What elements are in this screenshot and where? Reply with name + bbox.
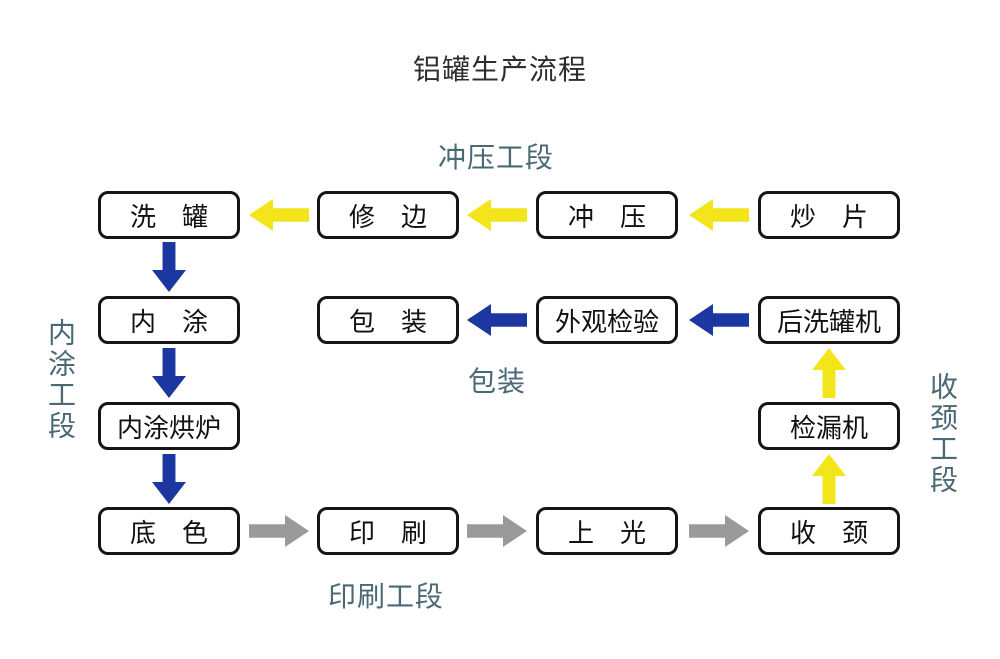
arrow-dise-to-yinshua-icon <box>249 515 309 547</box>
section-label-necking: 收颈工段 <box>927 372 958 496</box>
flow-box-chongya: 冲 压 <box>536 191 678 239</box>
flow-box-waiguanjianyan: 外观检验 <box>536 296 678 344</box>
section-label-inner-coating: 内涂工段 <box>45 318 76 442</box>
arrow-shoujing-to-jianlouji-icon <box>812 454 846 504</box>
flow-box-xiguan: 洗 罐 <box>98 191 240 239</box>
flow-box-xiubian: 修 边 <box>317 191 459 239</box>
arrow-waiguanjianyan-to-baozhuang-icon <box>467 304 527 336</box>
section-label-printing: 印刷工段 <box>327 581 444 612</box>
flow-box-chaopian: 炒 片 <box>758 191 900 239</box>
arrow-jianlouji-to-houxiguanji-icon <box>812 348 846 398</box>
arrow-houxiguanji-to-waiguanjianyan-icon <box>689 304 749 336</box>
flow-box-houxiguanji: 后洗罐机 <box>758 296 900 344</box>
arrow-chaopian-to-chongya-icon <box>689 199 749 231</box>
section-label-packing: 包装 <box>467 366 526 397</box>
flow-box-shangguang: 上 光 <box>536 507 678 555</box>
flow-box-jianlouji: 检漏机 <box>758 402 900 450</box>
flow-box-dise: 底 色 <box>98 507 240 555</box>
flow-box-yinshua: 印 刷 <box>317 507 459 555</box>
arrow-chongya-to-xiubian-icon <box>467 199 527 231</box>
flow-box-baozhuang: 包 装 <box>317 296 459 344</box>
flow-box-shoujing: 收 颈 <box>758 507 900 555</box>
arrow-neituhonglu-to-dise-icon <box>152 454 186 504</box>
arrow-shangguang-to-shoujing-icon <box>689 515 749 547</box>
arrow-xiguan-to-neitu-icon <box>152 242 186 292</box>
section-label-stamping: 冲压工段 <box>437 142 554 173</box>
arrow-neitu-to-neituhonglu-icon <box>152 348 186 398</box>
flow-box-neitu: 内 涂 <box>98 296 240 344</box>
arrow-xiubian-to-xiguan-icon <box>249 199 309 231</box>
arrow-yinshua-to-shangguang-icon <box>467 515 527 547</box>
flow-box-neituhonglu: 内涂烘炉 <box>98 402 240 450</box>
page-title: 铝罐生产流程 <box>412 54 587 85</box>
